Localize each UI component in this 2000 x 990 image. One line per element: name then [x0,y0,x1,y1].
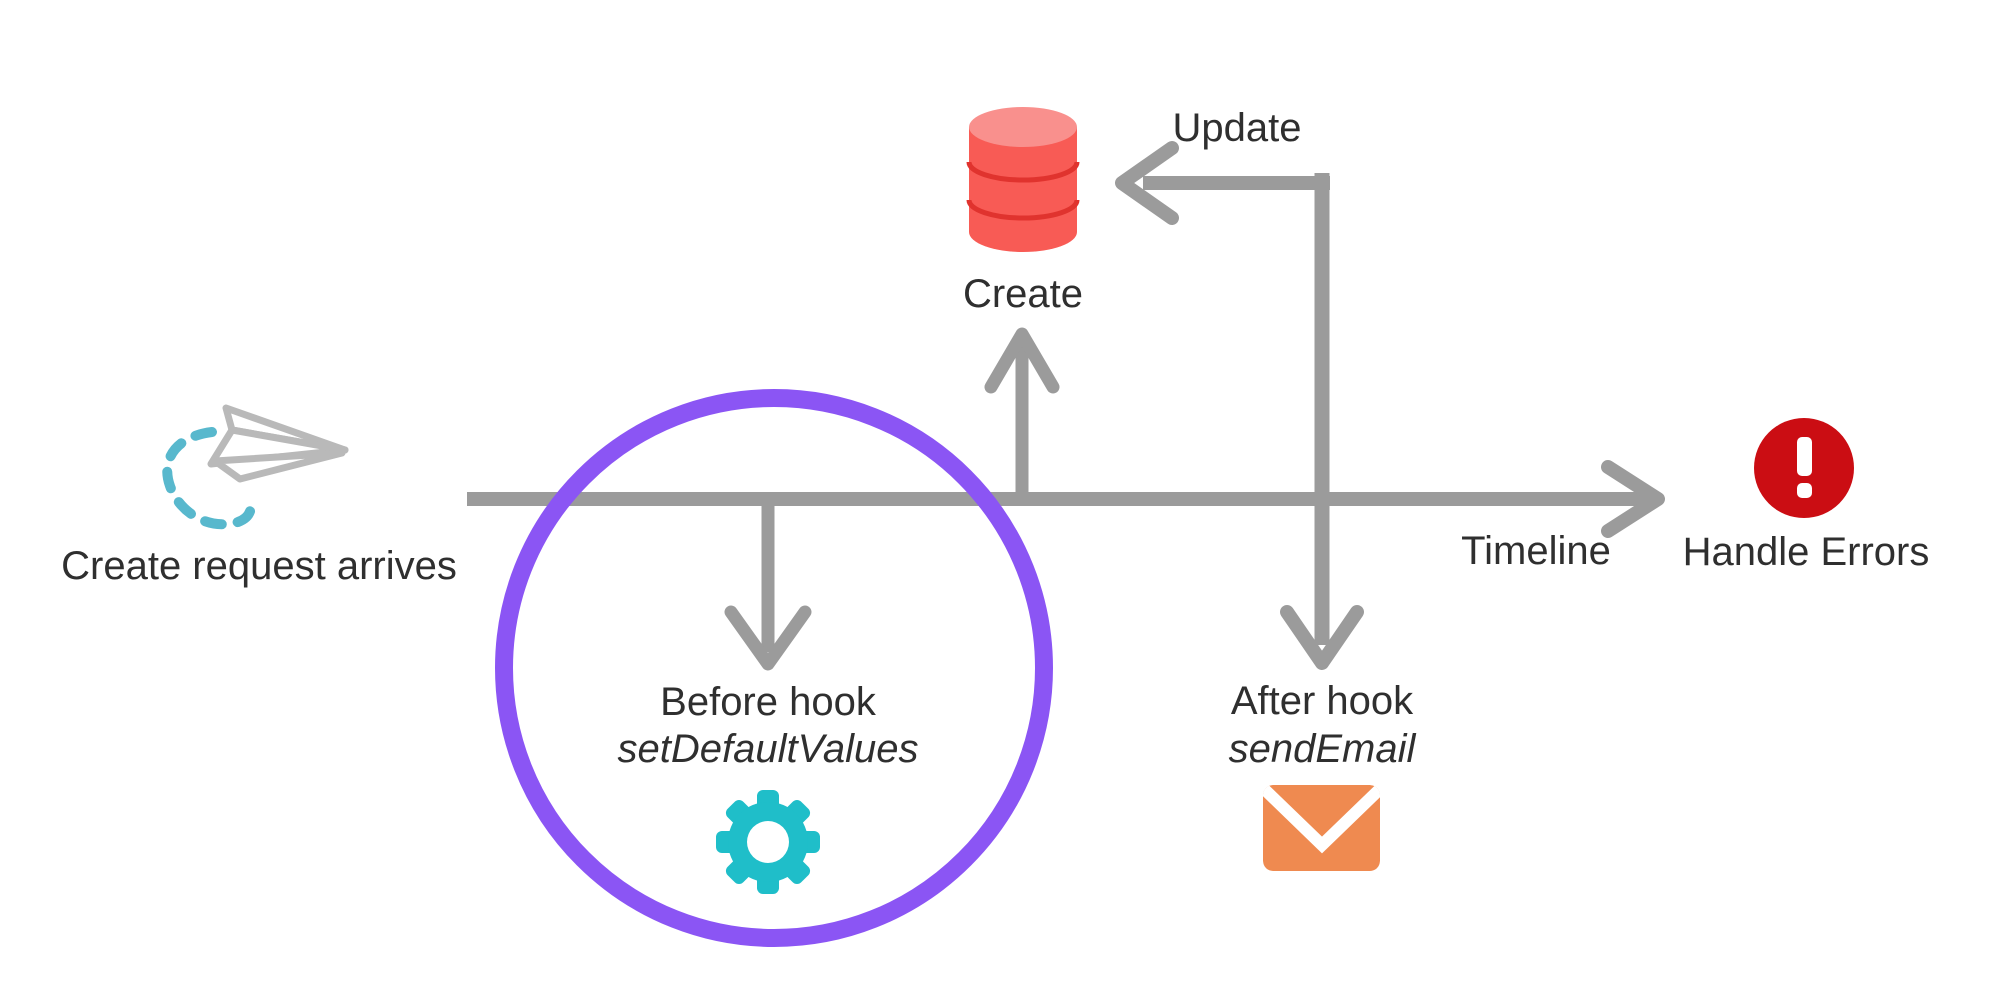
update-arrowhead [1115,141,1179,225]
database-ring-line [966,161,1080,183]
timeline-arrow [467,460,1665,538]
exclamation-dot [1797,483,1812,498]
before-hook-title: Before hook [660,680,876,724]
update-label: Update [1172,106,1302,150]
timeline-arrowhead [1601,460,1665,538]
create-arrow [984,327,1060,499]
update-after-hook-arrow [1115,141,1364,670]
before-hook-highlight-circle [495,389,1053,947]
after-hook-arrowhead [1280,605,1364,670]
envelope-icon [1263,785,1380,871]
after-hook-title: After hook [1230,679,1414,723]
create-label: Create [962,272,1084,316]
before-hook-arrow [724,506,812,671]
request-label: Create request arrives [61,544,457,588]
database-icon [966,107,1080,252]
after-hook-function: sendEmail [1228,727,1416,771]
paper-plane-icon [207,404,349,483]
handle-errors-label: Handle Errors [1682,530,1930,574]
gear-icon [716,790,820,894]
database-body [969,127,1077,252]
error-icon [1754,418,1854,518]
database-ring-line [966,199,1080,221]
before-hook-function: setDefaultValues [617,727,919,771]
database-top [969,107,1077,147]
dashed-trail-icon [162,427,256,530]
timeline-label: Timeline [1461,529,1611,573]
envelope-flap [1263,785,1380,854]
exclamation-bar [1797,437,1812,476]
